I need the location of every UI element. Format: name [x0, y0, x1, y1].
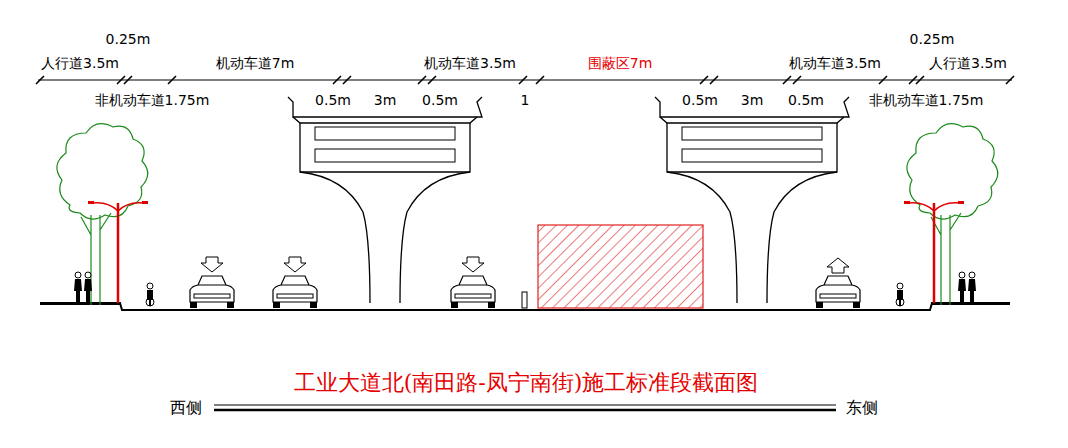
dimension-label: 0.25m [910, 32, 955, 46]
car [816, 276, 860, 308]
cyclist [146, 283, 154, 306]
dimension-label: 0.5m [788, 93, 824, 107]
street-lamp [904, 201, 964, 303]
baseline-double-rule [214, 405, 836, 410]
drawing-stroke [36, 76, 1014, 84]
street-lamp [88, 201, 148, 303]
dimension-label: 人行道3.5m [929, 56, 1007, 70]
side-label: 西侧 [170, 400, 202, 416]
dimension-label: 非机动车道1.75m [95, 93, 210, 107]
enclosure-zone [538, 225, 703, 308]
direction-arrow [462, 257, 484, 272]
street-tree [57, 124, 148, 305]
car [451, 276, 495, 308]
dimension-label: 机动车道7m [216, 56, 295, 70]
dimension-line [36, 76, 1014, 84]
dimension-label: 3m [741, 93, 764, 107]
bollard [522, 292, 527, 308]
dimension-label: 3m [374, 93, 397, 107]
pedestrian [74, 272, 82, 303]
diagram-title: 工业大道北(南田路-凤宁南街)施工标准段截面图 [294, 372, 759, 394]
side-label: 东侧 [846, 400, 878, 416]
dimension-label: 机动车道3.5m [789, 56, 881, 70]
pedestrian [958, 272, 966, 303]
drawing-stroke [522, 292, 527, 308]
drawing-stroke [214, 404, 836, 405]
street-tree [907, 124, 998, 305]
car [273, 276, 317, 308]
dimension-label: 围蔽区7m [588, 56, 653, 70]
drawing-stroke [932, 304, 1010, 305]
direction-arrow [284, 257, 306, 272]
dimension-label: 非机动车道1.75m [869, 93, 984, 107]
direction-arrow [827, 258, 849, 273]
drawing-stroke [40, 304, 120, 305]
drawing-stroke [38, 80, 1012, 81]
dimension-label: 0.5m [682, 93, 718, 107]
dimension-label: 1 [521, 93, 530, 107]
drawing-stroke [214, 409, 836, 412]
direction-arrow [201, 257, 223, 272]
pedestrian [968, 272, 976, 303]
dimension-label: 人行道3.5m [41, 56, 119, 70]
car [190, 276, 234, 308]
pedestrian [84, 272, 92, 303]
dimension-label: 机动车道3.5m [424, 56, 516, 70]
dimension-label: 0.5m [315, 93, 351, 107]
viaduct-pier [288, 97, 482, 303]
dimension-label: 0.5m [422, 93, 458, 107]
dimension-label: 0.25m [106, 32, 151, 46]
cyclist [896, 283, 904, 306]
